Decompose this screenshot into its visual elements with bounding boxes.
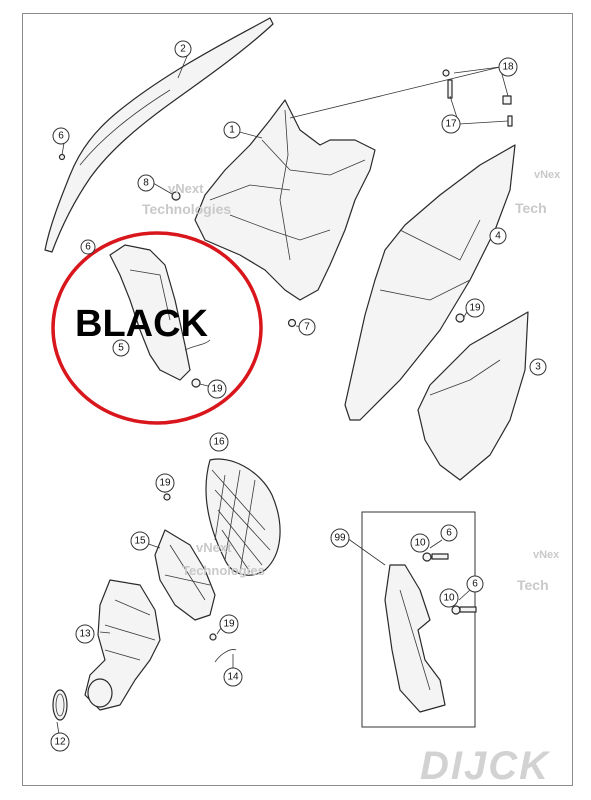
- watermark-text: Tech: [515, 200, 547, 216]
- watermark-text: vNext: [168, 181, 204, 196]
- svg-text:19: 19: [211, 384, 223, 395]
- part-14-clip: [214, 649, 237, 663]
- part-13-air-filter: [84, 579, 161, 711]
- callout-15: 15: [130, 531, 150, 551]
- part-2-side-trim: [44, 17, 274, 253]
- callout-10: 10: [410, 533, 430, 553]
- svg-text:4: 4: [495, 231, 501, 242]
- kit-99-box: [361, 511, 476, 728]
- callout-19: 19: [155, 473, 175, 493]
- callout-4: 4: [489, 227, 507, 245]
- part-5-airbox-side-black: [109, 244, 211, 381]
- callout-18: 18: [498, 57, 518, 77]
- callout-6: 6: [80, 239, 96, 255]
- watermark-text: Technologies: [142, 201, 231, 217]
- svg-text:5: 5: [118, 343, 124, 354]
- callout-5: 5: [112, 339, 130, 357]
- svg-text:12: 12: [54, 737, 66, 748]
- callout-19: 19: [219, 614, 239, 634]
- svg-text:19: 19: [159, 478, 171, 489]
- callout-2: 2: [174, 40, 192, 58]
- watermark-text: vNex: [534, 169, 561, 181]
- svg-text:13: 13: [79, 629, 91, 640]
- svg-text:7: 7: [304, 322, 310, 333]
- watermarks: vNext Technologies vNex Tech vNext Techn…: [142, 169, 561, 593]
- highlight-label: BLACK: [75, 303, 209, 345]
- svg-text:1: 1: [229, 125, 235, 136]
- part-1-airbox-frame: [194, 99, 376, 301]
- watermark-text: vNex: [533, 549, 560, 561]
- callout-1: 1: [223, 121, 241, 139]
- svg-text:6: 6: [472, 579, 478, 590]
- callout-10: 10: [439, 588, 459, 608]
- part-4-side-panel: [344, 144, 516, 421]
- svg-text:10: 10: [443, 593, 455, 604]
- watermark-text: Technologies: [182, 563, 265, 578]
- brand-logo: DIJCK: [420, 744, 551, 788]
- small-fasteners: [58, 69, 513, 641]
- callout-3: 3: [529, 358, 547, 376]
- highlight-circle: [51, 231, 263, 425]
- svg-text:6: 6: [85, 242, 91, 253]
- part-15-filter-frame: [154, 529, 216, 621]
- svg-text:14: 14: [227, 672, 239, 683]
- watermark-text: Tech: [517, 577, 549, 593]
- svg-text:2: 2: [180, 44, 186, 55]
- svg-text:18: 18: [502, 62, 514, 73]
- callout-19: 19: [465, 298, 485, 318]
- kit-99-bracket: [384, 552, 477, 713]
- svg-text:15: 15: [134, 536, 146, 547]
- svg-text:3: 3: [535, 362, 541, 373]
- part-12-hose-clamp: [52, 689, 68, 721]
- svg-text:6: 6: [446, 528, 452, 539]
- callout-14: 14: [223, 667, 243, 687]
- callout-13: 13: [75, 624, 95, 644]
- svg-text:99: 99: [334, 533, 346, 544]
- callout-17: 17: [441, 114, 461, 134]
- part-3-number-plate: [417, 311, 529, 481]
- callout-12: 12: [50, 732, 70, 752]
- svg-text:19: 19: [469, 303, 481, 314]
- svg-text:8: 8: [143, 178, 149, 189]
- leader-lines: [56, 48, 509, 735]
- callout-7: 7: [298, 318, 316, 336]
- callout-8: 8: [137, 174, 155, 192]
- part-16-filter-cage: [205, 458, 281, 576]
- watermark-text: vNext: [196, 540, 232, 555]
- callout-6: 6: [440, 524, 458, 542]
- svg-text:6: 6: [58, 131, 64, 142]
- callout-99: 99: [330, 528, 350, 548]
- svg-text:16: 16: [213, 437, 225, 448]
- callout-6: 6: [466, 575, 484, 593]
- callout-16: 16: [209, 432, 229, 452]
- svg-text:19: 19: [223, 619, 235, 630]
- callout-6: 6: [52, 127, 70, 145]
- callout-19: 19: [207, 379, 227, 399]
- svg-text:10: 10: [414, 538, 426, 549]
- svg-text:17: 17: [445, 119, 457, 130]
